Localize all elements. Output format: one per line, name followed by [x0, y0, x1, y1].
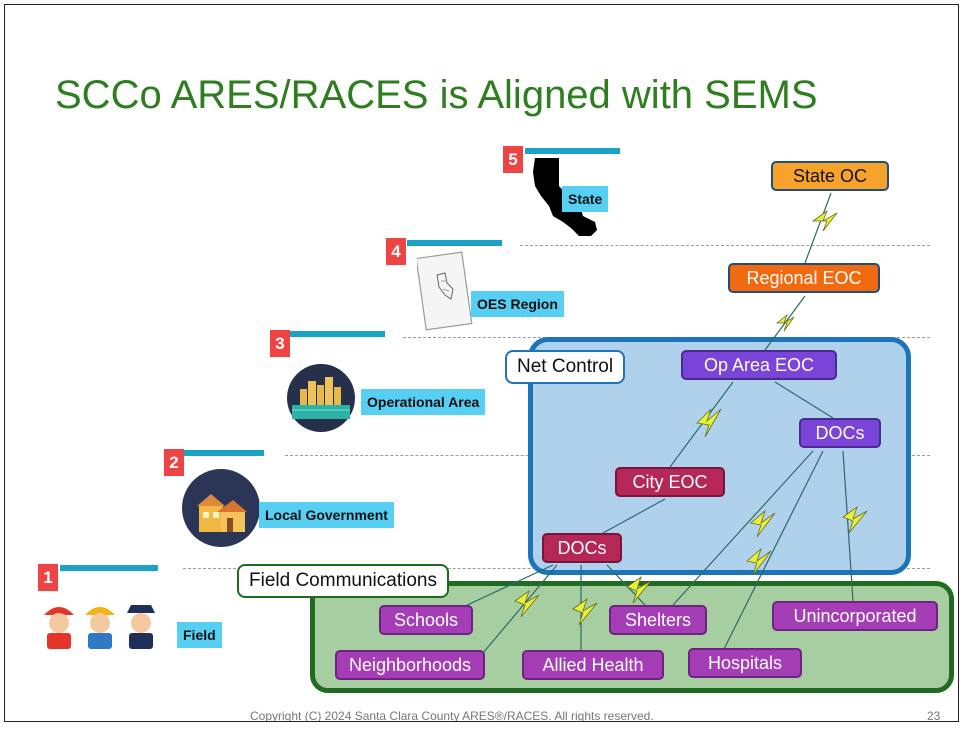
lightning-icon: [750, 509, 776, 538]
node-schools: Schools: [379, 605, 473, 635]
link-oparea-cityeoc: [669, 381, 734, 468]
lightning-icon: [514, 589, 540, 618]
link-cityDocs-neighborhoods: [482, 564, 558, 654]
government-building-icon: [182, 469, 260, 547]
level-bar: [172, 450, 264, 456]
link-state-regional: [804, 192, 832, 264]
level-number: 3: [270, 330, 290, 357]
link-docs-hospitals: [722, 450, 824, 652]
node-unincorporated: Unincorporated: [772, 601, 938, 631]
copyright-footer: Copyright (C) 2024 Santa Clara County AR…: [250, 709, 654, 722]
link-cityDocs-shelters: [606, 564, 646, 606]
link-cityeoc-docs: [602, 498, 666, 534]
field-communications-callout: Field Communications: [237, 564, 449, 598]
city-skyline-icon: [287, 364, 355, 432]
slide: SCCo ARES/RACES is Aligned with SEMS: [4, 4, 959, 722]
lightning-icon: [696, 408, 722, 438]
link-cityDocs-schools: [462, 564, 554, 608]
slide-title: SCCo ARES/RACES is Aligned with SEMS: [55, 73, 818, 117]
level-bar: [525, 148, 620, 154]
lightning-icon: [626, 575, 652, 604]
node-state-oc: State OC: [771, 161, 889, 191]
node-regional-eoc: Regional EOC: [728, 263, 880, 293]
connector-layer: [462, 192, 868, 654]
lightning-icon: [572, 597, 598, 626]
oes-region-map-icon: [417, 251, 473, 331]
lightning-icon: [775, 313, 795, 332]
level-number: 1: [38, 564, 58, 591]
level-label-state: State: [562, 186, 609, 212]
link-docs-unincorporated: [842, 450, 854, 602]
level-bar: [407, 240, 502, 246]
lightning-icon: [842, 505, 868, 534]
page-number: 23: [927, 709, 941, 722]
node-allied-health: Allied Health: [522, 650, 664, 680]
level-label-field: Field: [177, 622, 222, 648]
node-hospitals: Hospitals: [688, 648, 802, 678]
lightning-icon: [811, 209, 838, 232]
node-shelters: Shelters: [609, 605, 707, 635]
level-bar: [60, 565, 158, 571]
level-number: 2: [164, 449, 184, 476]
node-op-area-eoc: Op Area EOC: [681, 350, 837, 380]
level-label-oes-region: OES Region: [471, 291, 564, 317]
node-city-eoc: City EOC: [615, 467, 725, 497]
level-label-local-government: Local Government: [259, 502, 394, 528]
link-docs-shelters: [672, 450, 814, 606]
level-bar: [290, 331, 385, 337]
link-oparea-docs: [774, 381, 834, 419]
separator-level-4-5: [520, 245, 930, 246]
level-number: 4: [386, 238, 406, 265]
level-number: 5: [503, 146, 523, 173]
net-control-callout: Net Control: [505, 350, 626, 384]
field-responders-icon: [44, 605, 155, 649]
node-docs-op-area: DOCs: [799, 418, 881, 448]
node-docs-city: DOCs: [542, 533, 622, 563]
lightning-icon: [746, 547, 772, 576]
node-neighborhoods: Neighborhoods: [335, 650, 485, 680]
level-label-operational-area: Operational Area: [361, 389, 486, 415]
